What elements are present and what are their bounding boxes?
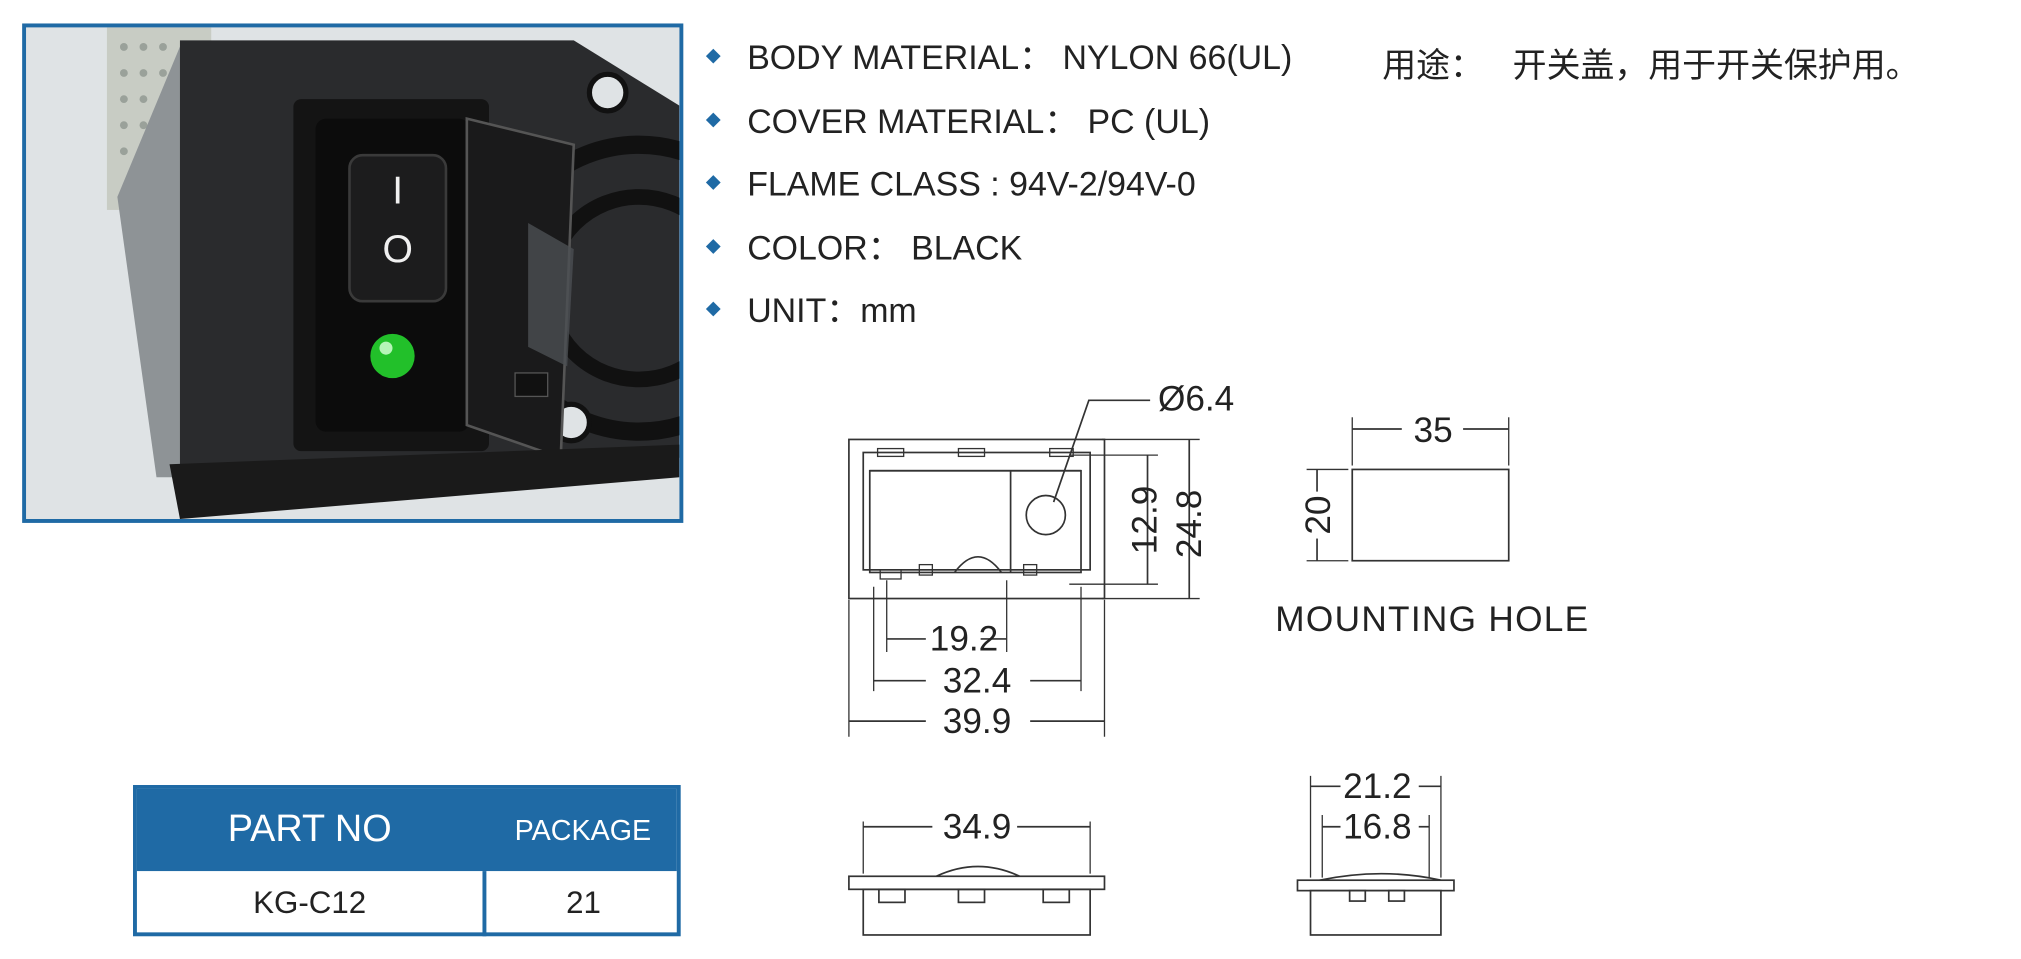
- usage-note: 用途： 开关盖，用于开关保护用。: [1382, 39, 1919, 87]
- usage-value: 开关盖，用于开关保护用。: [1512, 46, 1920, 87]
- bullet-icon: [705, 301, 721, 317]
- dim-hole-diameter: Ø6.4: [1158, 380, 1234, 419]
- hole-circle: [1025, 494, 1067, 536]
- usage-label: 用途：: [1382, 46, 1484, 87]
- cell-part-no: KG-C12: [253, 885, 367, 921]
- spec-color: COLOR： BLACK: [704, 224, 1292, 287]
- bullet-icon: [705, 238, 721, 254]
- spec-unit: UNIT：mm: [704, 287, 1292, 350]
- spec-flame-class: FLAME CLASS : 94V-2/94V-0: [704, 160, 1292, 223]
- bullet-icon: [705, 111, 721, 127]
- front-view-outline: [848, 438, 1106, 600]
- spec-body-material: BODY MATERIAL： NYLON 66(UL): [704, 34, 1292, 97]
- dim-mount-height: 20: [1299, 495, 1338, 534]
- bullet-icon: [705, 48, 721, 64]
- mounting-hole-rect: [1351, 468, 1510, 562]
- product-photo: I O: [22, 23, 684, 523]
- table-divider: [482, 871, 487, 937]
- switch-cover-illustration: I O: [26, 27, 680, 519]
- header-part-no: PART NO: [227, 808, 392, 851]
- part-table: PART NO PACKAGE KG-C12 21: [133, 785, 681, 937]
- spec-cover-material: COVER MATERIAL： PC (UL): [704, 97, 1292, 160]
- spec-list: BODY MATERIAL： NYLON 66(UL) COVER MATERI…: [704, 34, 1292, 350]
- cell-package: 21: [566, 885, 601, 921]
- switch-off-symbol: O: [383, 228, 413, 271]
- bullet-icon: [705, 175, 721, 190]
- mounting-hole-caption: MOUNTING HOLE: [1275, 600, 1589, 639]
- dim-mount-width: 35: [1414, 411, 1453, 450]
- dim-bottom-width: 34.9: [943, 807, 1012, 846]
- technical-drawing: Ø6.4 19.2 32.4 39.9 34.9 21.2 16.8 35 12…: [848, 380, 1589, 936]
- dim-height-inner: 12.9: [1126, 486, 1165, 555]
- dim-side-inner: 16.8: [1343, 807, 1412, 846]
- dim-width-inner: 19.2: [930, 620, 998, 659]
- dim-width-mid: 32.4: [943, 661, 1012, 700]
- header-package: PACKAGE: [514, 813, 652, 847]
- dim-width-outer: 39.9: [943, 702, 1012, 741]
- switch-on-symbol: I: [392, 169, 403, 212]
- table-header: [136, 788, 677, 872]
- dim-side-outer: 21.2: [1343, 767, 1412, 806]
- dim-height-outer: 24.8: [1170, 490, 1209, 559]
- led-indicator: [370, 333, 415, 379]
